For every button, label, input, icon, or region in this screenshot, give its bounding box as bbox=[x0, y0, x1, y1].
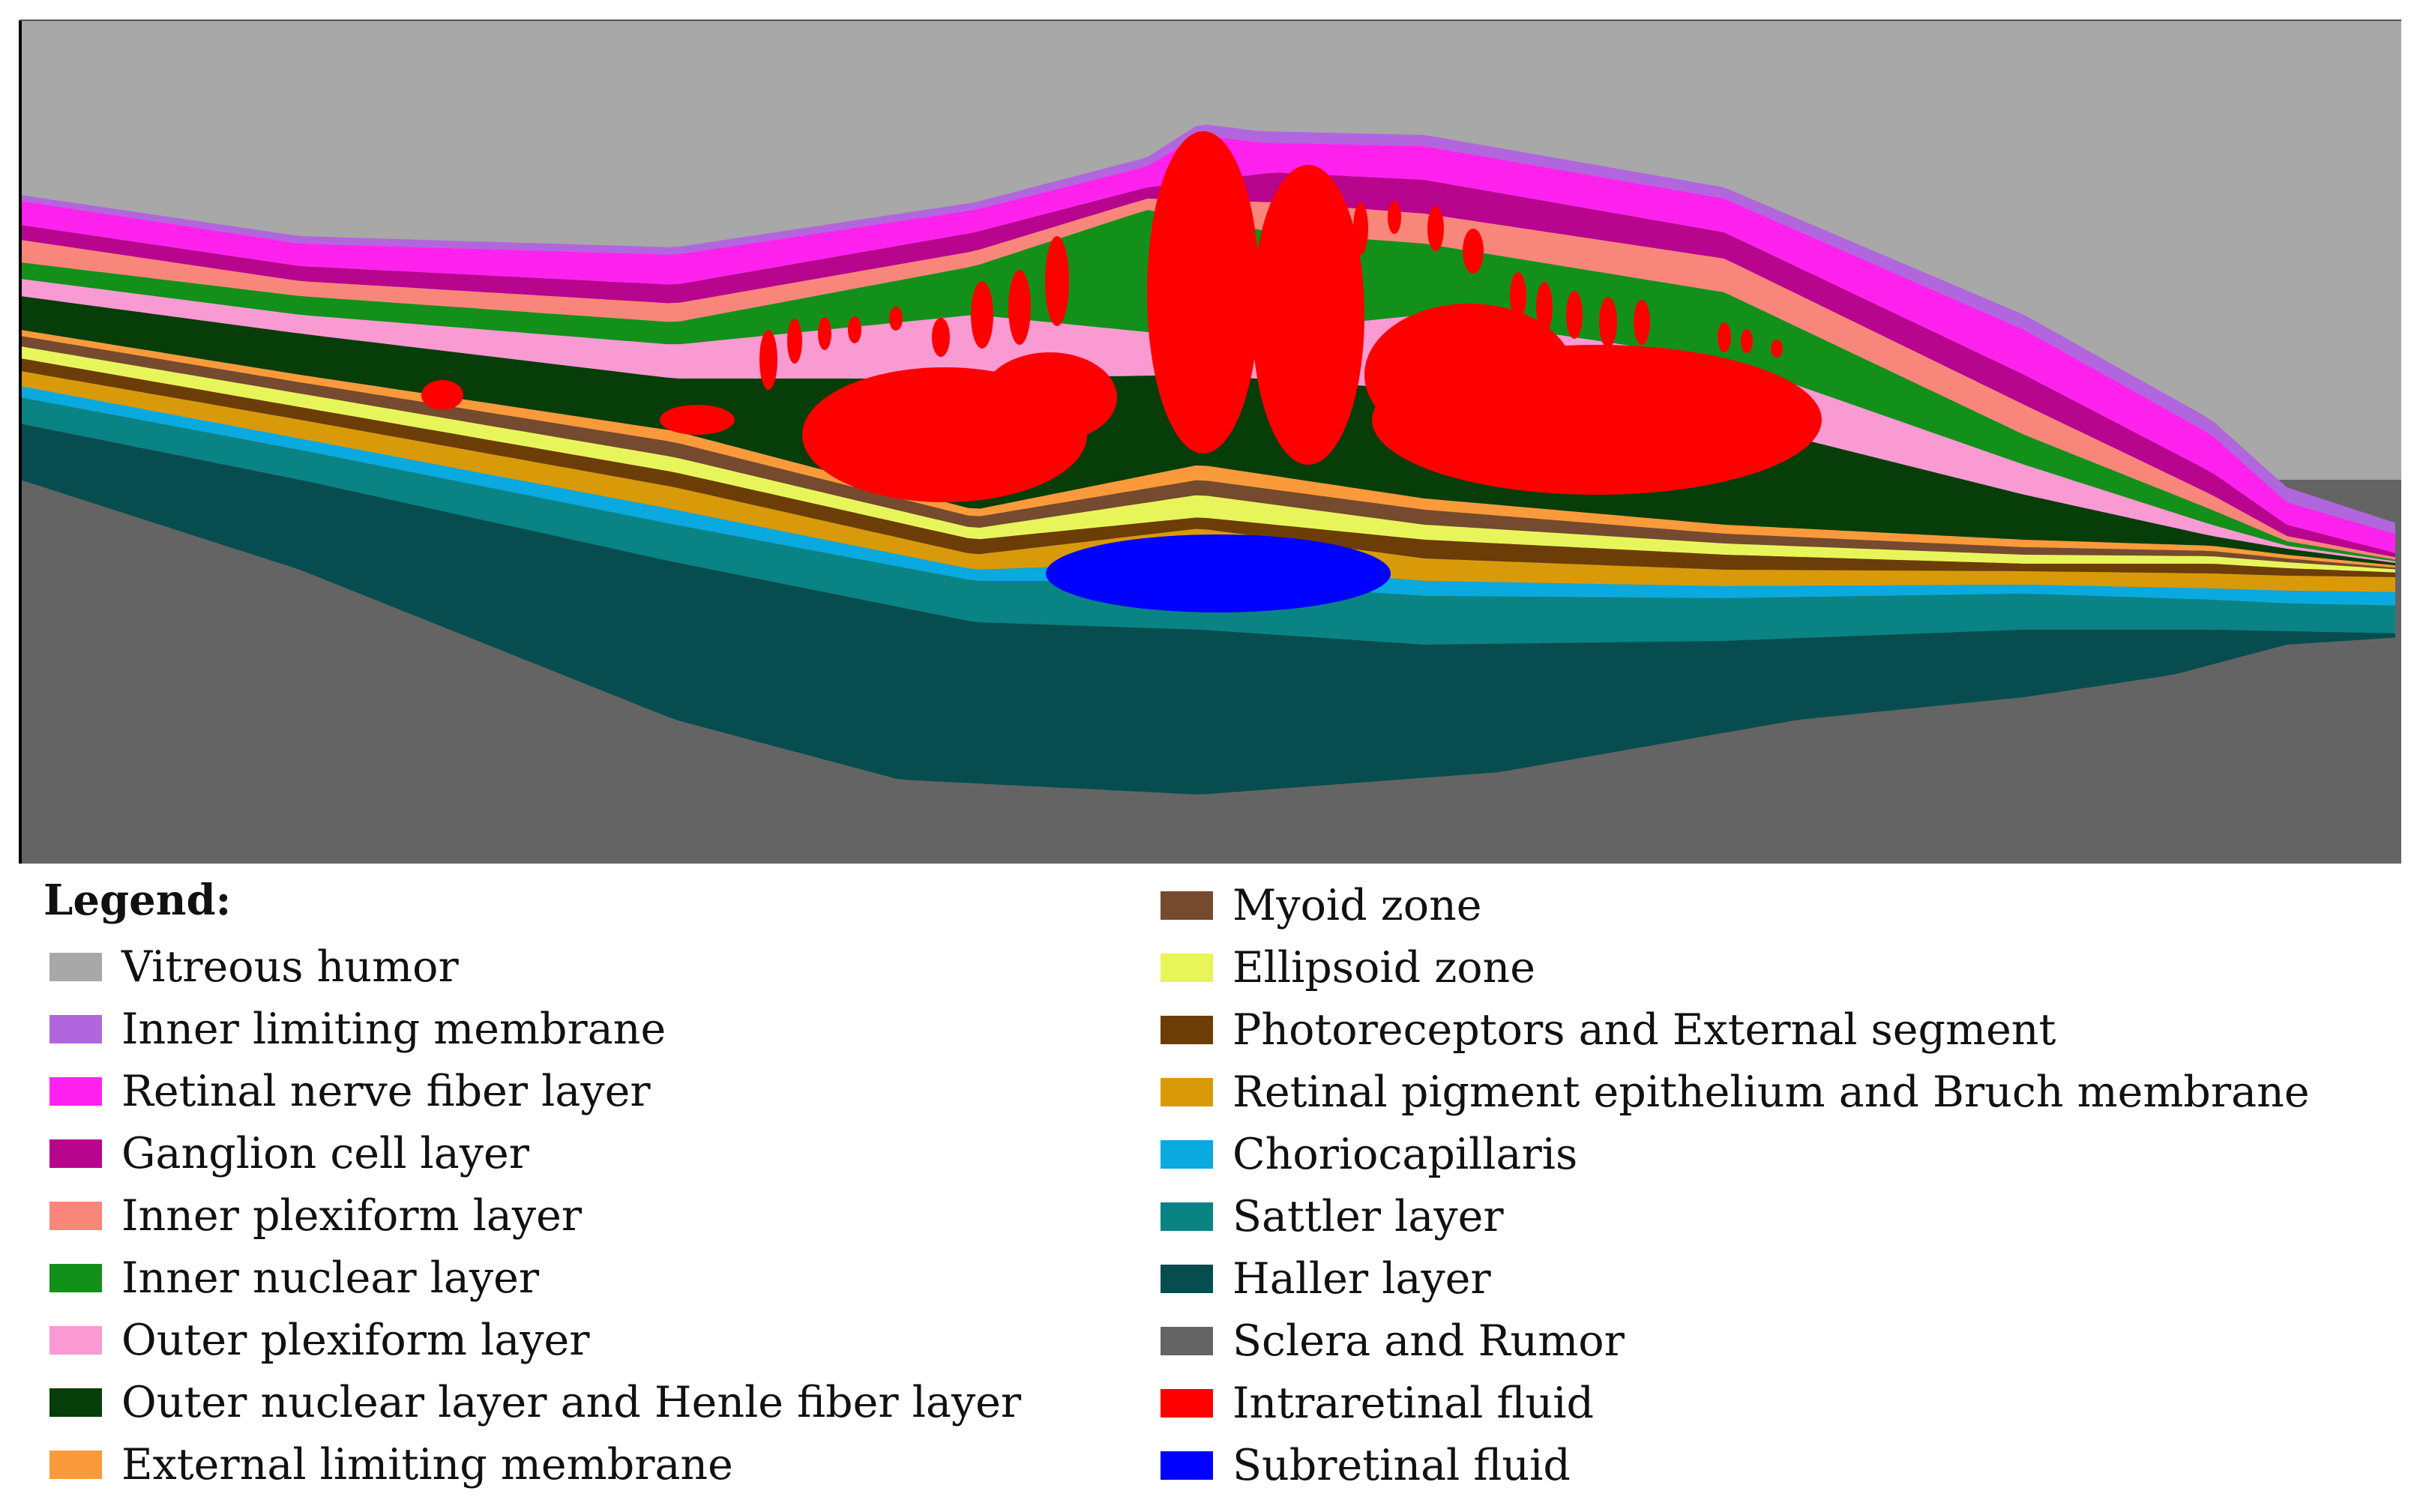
legend-label-onl: Outer nuclear layer and Henle fiber laye… bbox=[121, 1377, 1022, 1427]
legend-swatch-myoid bbox=[1161, 891, 1213, 920]
legend-swatch-srf bbox=[1161, 1451, 1213, 1480]
legend-swatch-rnfl bbox=[49, 1076, 102, 1106]
legend-swatch-ez bbox=[1161, 953, 1213, 982]
legend-item-sattler: Sattler layer bbox=[1161, 1185, 2310, 1247]
irf-cyst bbox=[1008, 270, 1031, 345]
legend-label-sattler: Sattler layer bbox=[1232, 1191, 1504, 1241]
fluid-regions bbox=[421, 131, 1822, 612]
legend-swatch-vitreous bbox=[49, 952, 102, 981]
irf-cyst bbox=[1463, 229, 1484, 274]
legend-swatch-elm bbox=[49, 1450, 102, 1479]
irf-cyst bbox=[759, 330, 777, 390]
irf-cyst bbox=[1771, 340, 1783, 358]
legend-item-inl: Inner nuclear layer bbox=[49, 1247, 1021, 1309]
legend-label-elm: External limiting membrane bbox=[121, 1439, 733, 1490]
legend-item-ipl: Inner plexiform layer bbox=[49, 1184, 1021, 1247]
legend-swatch-sclera bbox=[1161, 1326, 1213, 1355]
legend-swatch-ilm bbox=[49, 1014, 102, 1043]
layer-band-haller bbox=[20, 424, 2395, 795]
irf-cyst bbox=[889, 307, 903, 331]
legend-item-ez: Ellipsoid zone bbox=[1161, 936, 2310, 999]
legend-item-sclera: Sclera and Rumor bbox=[1161, 1310, 2310, 1372]
retinal-layer-bands bbox=[20, 20, 2401, 864]
legend-swatch-gcl bbox=[49, 1139, 102, 1168]
legend-label-rnfl: Retinal nerve fiber layer bbox=[121, 1066, 651, 1116]
legend-label-gcl: Ganglion cell layer bbox=[121, 1128, 529, 1178]
irf-cyst bbox=[660, 405, 735, 435]
legend-swatch-onl bbox=[49, 1388, 102, 1417]
legend-item-rnfl: Retinal nerve fiber layer bbox=[49, 1060, 1021, 1122]
layer-band-ipl bbox=[20, 199, 2395, 560]
legend-label-ilm: Inner limiting membrane bbox=[121, 1004, 666, 1054]
layer-band-ilm bbox=[20, 124, 2395, 534]
legend-swatch-sattler bbox=[1161, 1202, 1213, 1231]
legend-label-rpe: Retinal pigment epithelium and Bruch mem… bbox=[1232, 1067, 2310, 1117]
irf-cyst bbox=[1353, 202, 1368, 255]
layer-band-rnfl bbox=[20, 136, 2395, 553]
irf-central-cyst bbox=[1252, 165, 1364, 465]
legend-item-irf: Intraretinal fluid bbox=[1161, 1372, 2310, 1434]
irf-cyst bbox=[421, 380, 463, 410]
legend-swatch-opl bbox=[49, 1325, 102, 1355]
legend-swatch-rpe bbox=[1161, 1077, 1213, 1106]
legend-item-cc: Choriocapillaris bbox=[1161, 1123, 2310, 1185]
legend-item-haller: Haller layer bbox=[1161, 1247, 2310, 1310]
legend-item-gcl: Ganglion cell layer bbox=[49, 1122, 1021, 1184]
irf-cyst bbox=[1536, 282, 1553, 333]
legend-swatch-haller bbox=[1161, 1264, 1213, 1293]
legend-label-haller: Haller layer bbox=[1232, 1253, 1491, 1304]
irf-cyst bbox=[1599, 297, 1617, 348]
irf-cyst bbox=[1634, 300, 1650, 345]
irf-cyst bbox=[787, 319, 802, 364]
irf-cyst bbox=[982, 352, 1117, 442]
legend-label-ipl: Inner plexiform layer bbox=[121, 1190, 583, 1241]
legend-item-rpe: Retinal pigment epithelium and Bruch mem… bbox=[1161, 1061, 2310, 1123]
legend-item-srf: Subretinal fluid bbox=[1161, 1434, 2310, 1496]
legend-swatch-irf bbox=[1161, 1388, 1213, 1418]
legend-item-onl: Outer nuclear layer and Henle fiber laye… bbox=[49, 1371, 1021, 1433]
irf-cyst bbox=[818, 317, 831, 350]
legend-label-irf: Intraretinal fluid bbox=[1232, 1378, 1594, 1428]
legend-swatch-ipl bbox=[49, 1201, 102, 1230]
legend-title: Legend: bbox=[43, 876, 232, 925]
irf-cyst bbox=[1510, 272, 1526, 320]
legend-label-cc: Choriocapillaris bbox=[1232, 1129, 1578, 1179]
legend-item-opl: Outer plexiform layer bbox=[49, 1309, 1021, 1371]
legend-swatch-inl bbox=[49, 1263, 102, 1292]
irf-cyst bbox=[1741, 329, 1753, 353]
legend-label-vitreous: Vitreous humor bbox=[121, 942, 459, 992]
irf-cyst bbox=[932, 318, 950, 357]
legend-label-srf: Subretinal fluid bbox=[1232, 1440, 1571, 1490]
legend-label-myoid: Myoid zone bbox=[1232, 880, 1482, 930]
legend-item-vitreous: Vitreous humor bbox=[49, 936, 1021, 998]
retina-segmentation-map bbox=[19, 19, 2401, 864]
irf-cyst bbox=[1427, 206, 1444, 251]
irf-cyst bbox=[1718, 322, 1731, 352]
legend-item-ilm: Inner limiting membrane bbox=[49, 998, 1021, 1060]
legend-item-elm: External limiting membrane bbox=[49, 1433, 1021, 1496]
legend-label-opl: Outer plexiform layer bbox=[121, 1315, 590, 1365]
irf-cyst bbox=[848, 316, 861, 343]
irf-cyst bbox=[1566, 291, 1583, 339]
legend-item-pos: Photoreceptors and External segment bbox=[1161, 999, 2310, 1061]
legend-label-inl: Inner nuclear layer bbox=[121, 1253, 540, 1303]
irf-central-cyst bbox=[1147, 131, 1259, 454]
irf-cyst bbox=[1364, 304, 1574, 446]
legend-label-sclera: Sclera and Rumor bbox=[1232, 1316, 1625, 1366]
legend-swatch-pos bbox=[1161, 1015, 1213, 1044]
legend-label-pos: Photoreceptors and External segment bbox=[1232, 1005, 2056, 1055]
legend-label-ez: Ellipsoid zone bbox=[1232, 942, 1535, 993]
irf-cyst bbox=[1045, 236, 1069, 326]
legend-swatch-cc bbox=[1161, 1139, 1213, 1169]
irf-cyst bbox=[971, 281, 993, 349]
layer-band-opl bbox=[20, 279, 2395, 563]
subretinal-fluid-pocket bbox=[1046, 534, 1391, 612]
legend-item-myoid: Myoid zone bbox=[1161, 874, 2310, 936]
irf-cyst bbox=[1388, 201, 1401, 234]
